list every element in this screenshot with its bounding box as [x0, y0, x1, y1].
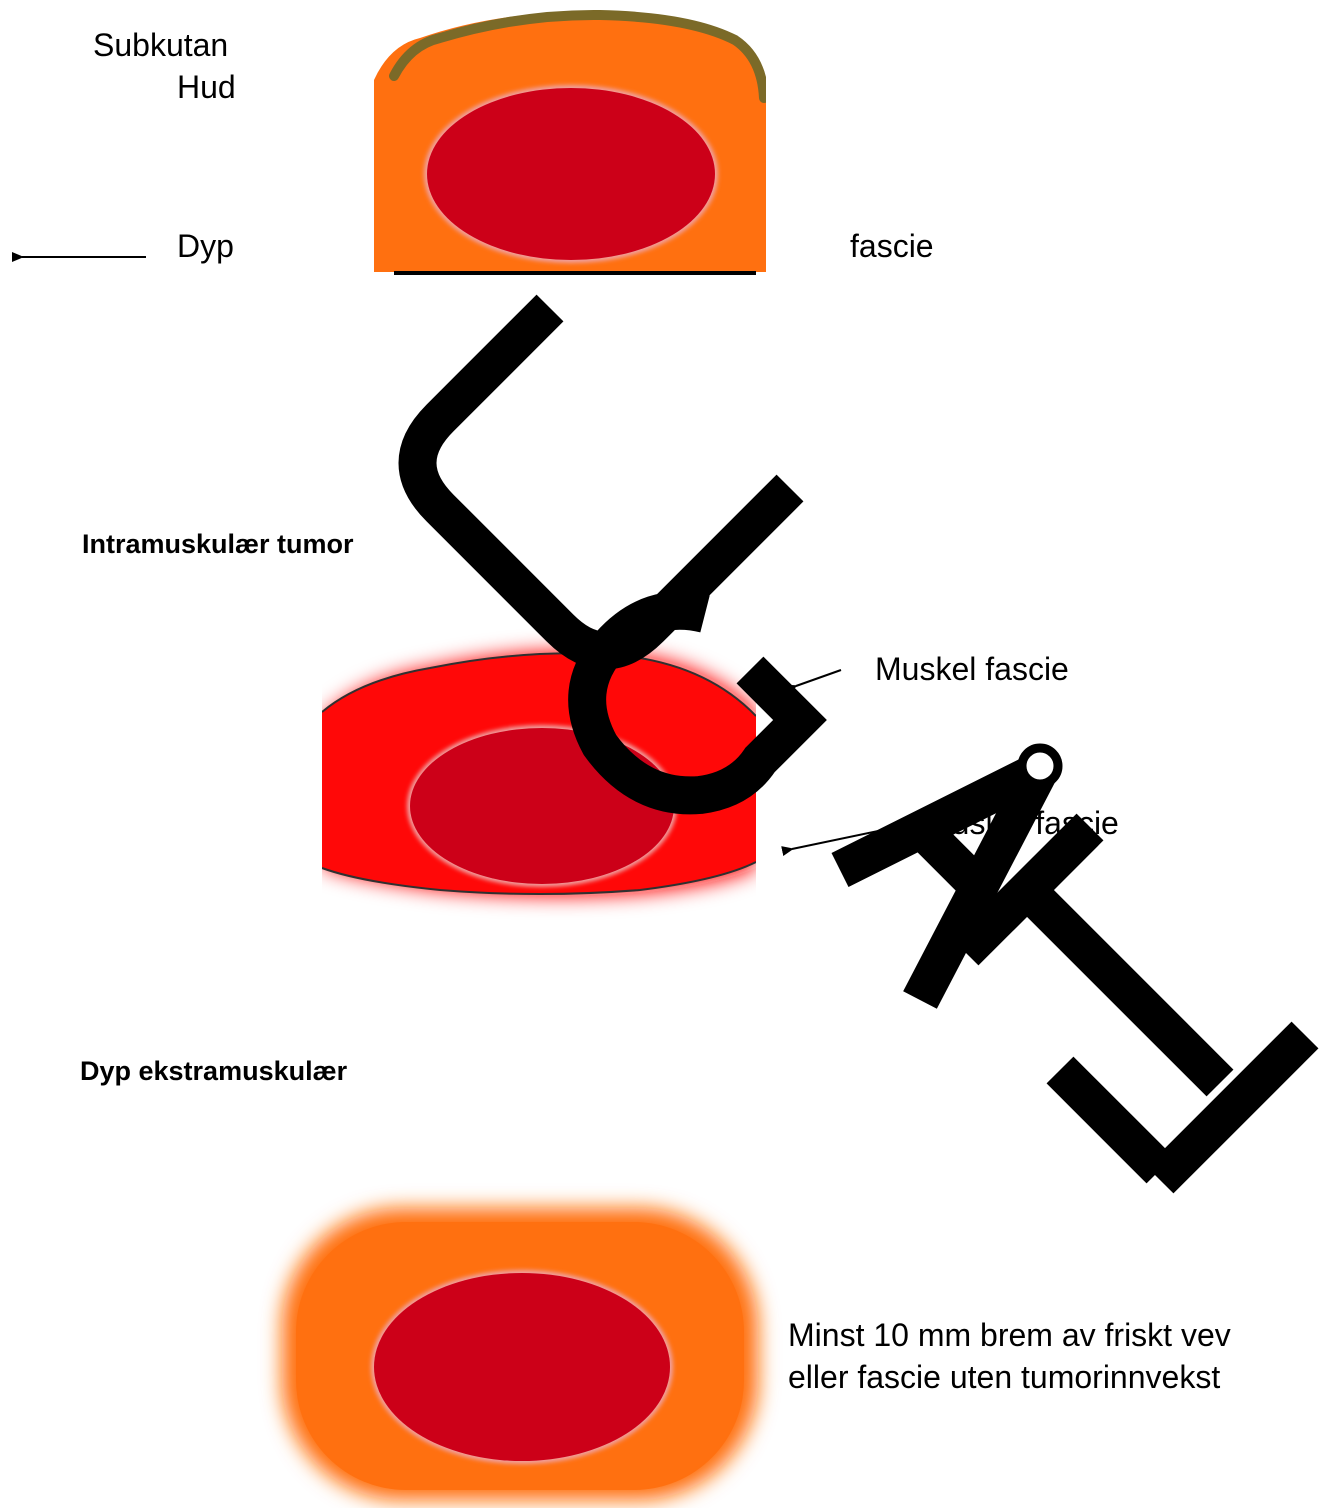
- label-fascie: fascie: [850, 225, 934, 267]
- subcutaneous-diagram: [374, 12, 766, 272]
- label-dyp: Dyp: [177, 225, 234, 267]
- extramuscular-title: Dyp ekstramuskulær: [80, 1054, 347, 1088]
- margin-note-line2: eller fascie uten tumorinnvekst: [788, 1356, 1220, 1398]
- margin-note-line1: Minst 10 mm brem av friskt vev: [788, 1314, 1231, 1356]
- extramuscular-diagram: [282, 1208, 758, 1500]
- tumor: [410, 728, 674, 884]
- arrow-muskel-fascie-bottom: [792, 826, 902, 849]
- tumor: [427, 88, 715, 260]
- intramuscular-title: Intramuskulær tumor: [82, 527, 354, 561]
- tumor: [374, 1273, 670, 1461]
- label-muskel-fascie-bottom: Muskel fascie: [925, 802, 1119, 844]
- label-muskel-fascie-top: Muskel fascie: [875, 648, 1069, 690]
- label-subkutan: Subkutan: [93, 24, 228, 66]
- arrow-muskel-fascie-top: [796, 670, 841, 686]
- label-hud: Hud: [177, 66, 236, 108]
- intramuscular-diagram: [322, 651, 902, 896]
